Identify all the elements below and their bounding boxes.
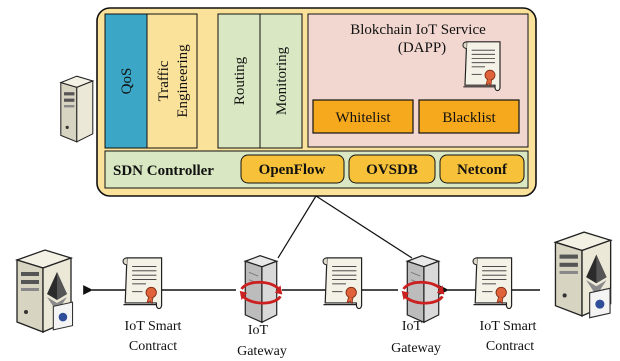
certificate-icon-left <box>52 301 74 331</box>
module-monitoring: Monitoring <box>259 13 303 149</box>
module-traffic-engineering: Traffic Engineering <box>146 13 198 149</box>
protocol-ovsdb-label: OVSDB <box>366 162 418 178</box>
controller-link-right <box>315 195 413 259</box>
right-gateway-label-1: IoT <box>402 319 423 334</box>
module-qos: QoS <box>104 13 148 149</box>
whitelist-box <box>312 99 414 134</box>
blockchain-service-subtitle: (DAPP) <box>398 40 446 56</box>
smart-contract-scroll-icon <box>462 41 501 92</box>
module-monitoring-label: Monitoring <box>274 46 290 115</box>
protocol-ovsdb <box>348 154 436 184</box>
module-traffic-label-2: Engineering <box>175 44 191 118</box>
protocol-netconf <box>439 154 525 184</box>
right-gateway-label-2: Gateway <box>391 341 441 356</box>
whitelist-label: Whitelist <box>336 110 392 126</box>
module-routing-label: Routing <box>232 56 248 105</box>
module-routing: Routing <box>217 13 261 149</box>
smart-contract-scroll-icon-right <box>472 257 513 310</box>
right-contract-label-2: Contract <box>486 339 534 354</box>
protocol-openflow <box>240 154 345 184</box>
module-qos-label: QoS <box>119 68 135 95</box>
sdn-controller-bar: SDN Controller OpenFlow OVSDB Netconf <box>104 150 529 189</box>
left-gateway-label-1: IoT <box>248 323 269 338</box>
left-contract-label-1: IoT Smart <box>125 319 182 334</box>
left-contract-label-2: Contract <box>129 339 177 354</box>
certificate-icon-right <box>589 287 611 319</box>
module-traffic-label-1: Traffic <box>156 60 172 101</box>
blacklist-label: Blacklist <box>442 110 496 126</box>
blacklist-box <box>418 99 520 134</box>
sdn-controller-label: SDN Controller <box>113 163 214 179</box>
left-gateway-label-2: Gateway <box>237 344 287 359</box>
smart-contract-scroll-icon-left <box>122 257 163 310</box>
right-contract-label-1: IoT Smart <box>480 319 537 334</box>
protocol-netconf-label: Netconf <box>457 162 508 178</box>
gateway-tower-icon-right <box>400 254 446 324</box>
blockchain-service-title: Blokchain IoT Service <box>350 22 486 38</box>
smart-contract-scroll-icon-middle <box>322 257 363 310</box>
server-icon <box>60 75 94 143</box>
blockchain-service-box: Blokchain IoT Service (DAPP) Whitelist B… <box>307 13 529 148</box>
gateway-tower-icon-left <box>238 254 284 324</box>
controller-link-left <box>277 195 317 259</box>
protocol-openflow-label: OpenFlow <box>259 162 326 178</box>
